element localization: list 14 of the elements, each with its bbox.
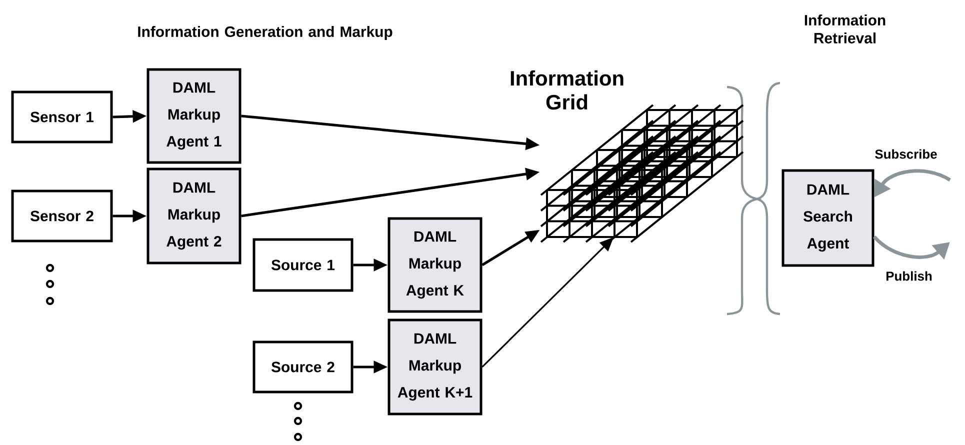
agent-box: DAML Search Agent <box>782 169 874 267</box>
edge-label: Subscribe <box>874 148 938 160</box>
agent-box: DAML Markup Agent K+1 <box>388 318 482 416</box>
edge-label: Publish <box>884 270 934 282</box>
source-box: Source 1 <box>252 238 354 292</box>
agent-box: DAML Markup Agent 1 <box>146 68 242 164</box>
agent-box: DAML Markup Agent 2 <box>146 168 242 264</box>
source-box: Sensor 2 <box>11 190 113 242</box>
heading: Information Grid <box>510 70 624 110</box>
heading: Information Generation and Markup <box>138 26 392 40</box>
heading: Information Retrieval <box>804 14 886 44</box>
agent-box: DAML Markup Agent K <box>388 217 482 313</box>
source-box: Source 2 <box>252 340 354 394</box>
source-box: Sensor 1 <box>11 90 113 144</box>
